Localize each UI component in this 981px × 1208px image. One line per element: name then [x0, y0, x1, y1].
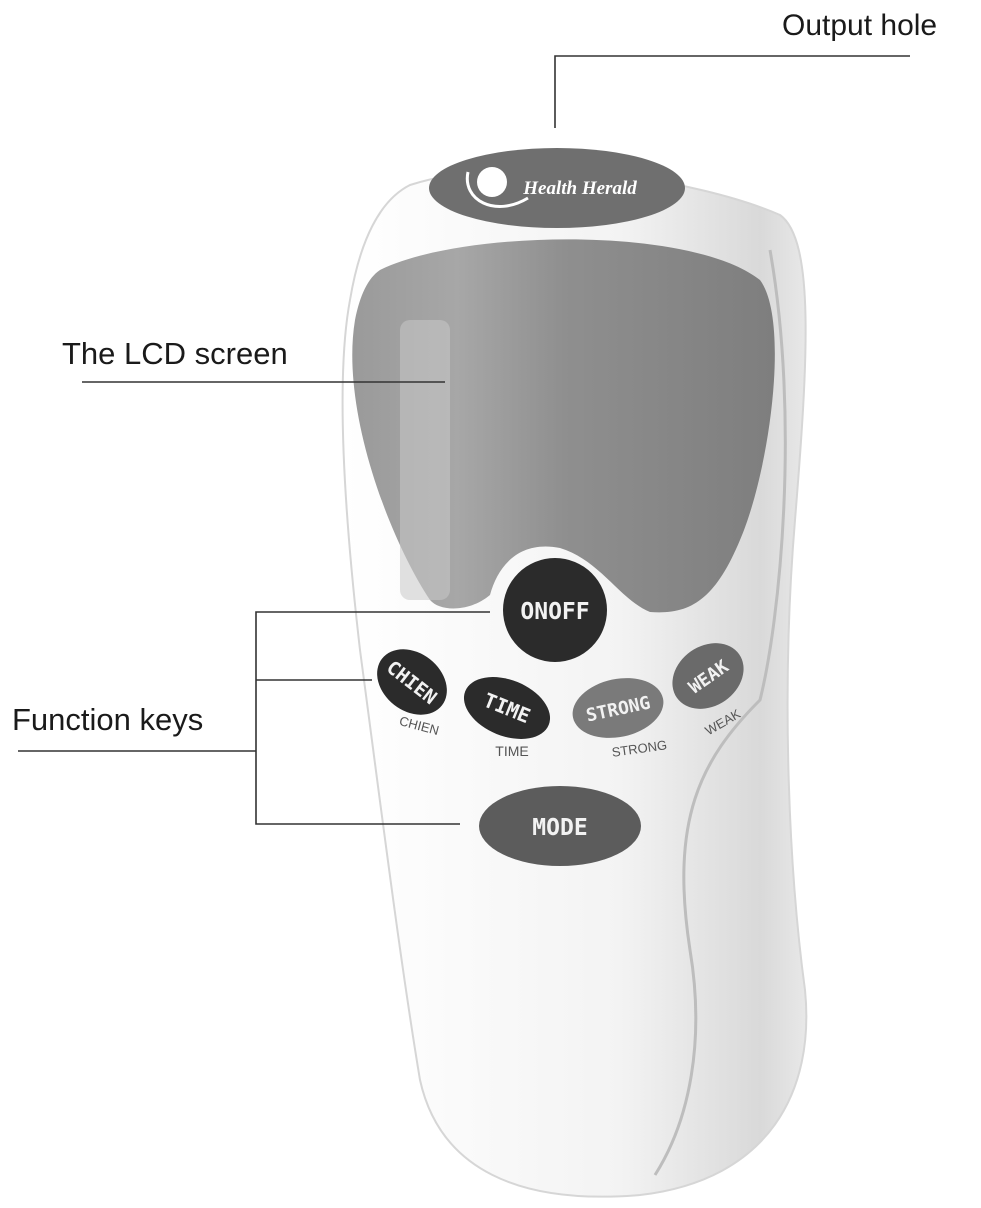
output-hole-leader [555, 56, 910, 128]
output-hole-label: Output hole [782, 9, 937, 43]
brand-logo-icon [477, 167, 507, 197]
function-keys-label: Function keys [12, 702, 203, 738]
onoff-label: ONOFF [520, 599, 589, 625]
mode-label: MODE [532, 815, 587, 841]
lcd-screen-label: The LCD screen [62, 336, 288, 372]
lcd-glare [400, 320, 450, 600]
brand-name: Health Herald [522, 178, 637, 199]
time-caption: TIME [495, 743, 528, 759]
